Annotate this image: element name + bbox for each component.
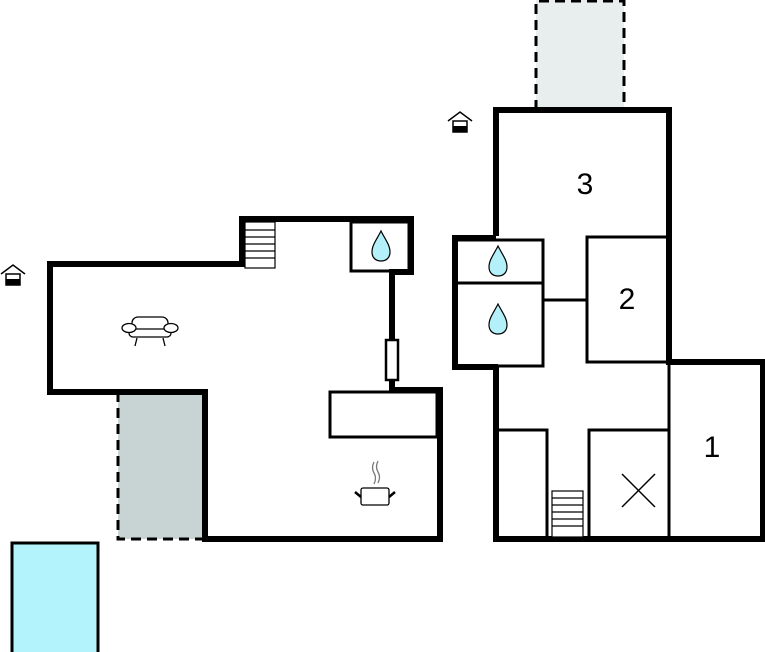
cross-icon: [621, 473, 656, 508]
left-building: [47, 216, 443, 542]
sofa-icon: [121, 316, 179, 347]
pool: [10, 541, 100, 652]
entrance-icon: [447, 111, 473, 133]
kitchen-pot-icon: [354, 460, 396, 506]
stairs-icon: [551, 490, 584, 538]
room-label-3: 3: [577, 168, 594, 201]
room-label-1: 1: [704, 431, 721, 464]
water-drop-icon: [488, 245, 508, 277]
right-building: [452, 107, 765, 542]
terrace-top: [534, 0, 626, 110]
stairs-icon: [244, 221, 276, 269]
water-drop-icon: [371, 230, 391, 262]
room-label-2: 2: [619, 283, 636, 316]
entrance-icon: [0, 264, 26, 286]
water-drop-icon: [488, 303, 508, 335]
terrace-left: [116, 392, 205, 541]
